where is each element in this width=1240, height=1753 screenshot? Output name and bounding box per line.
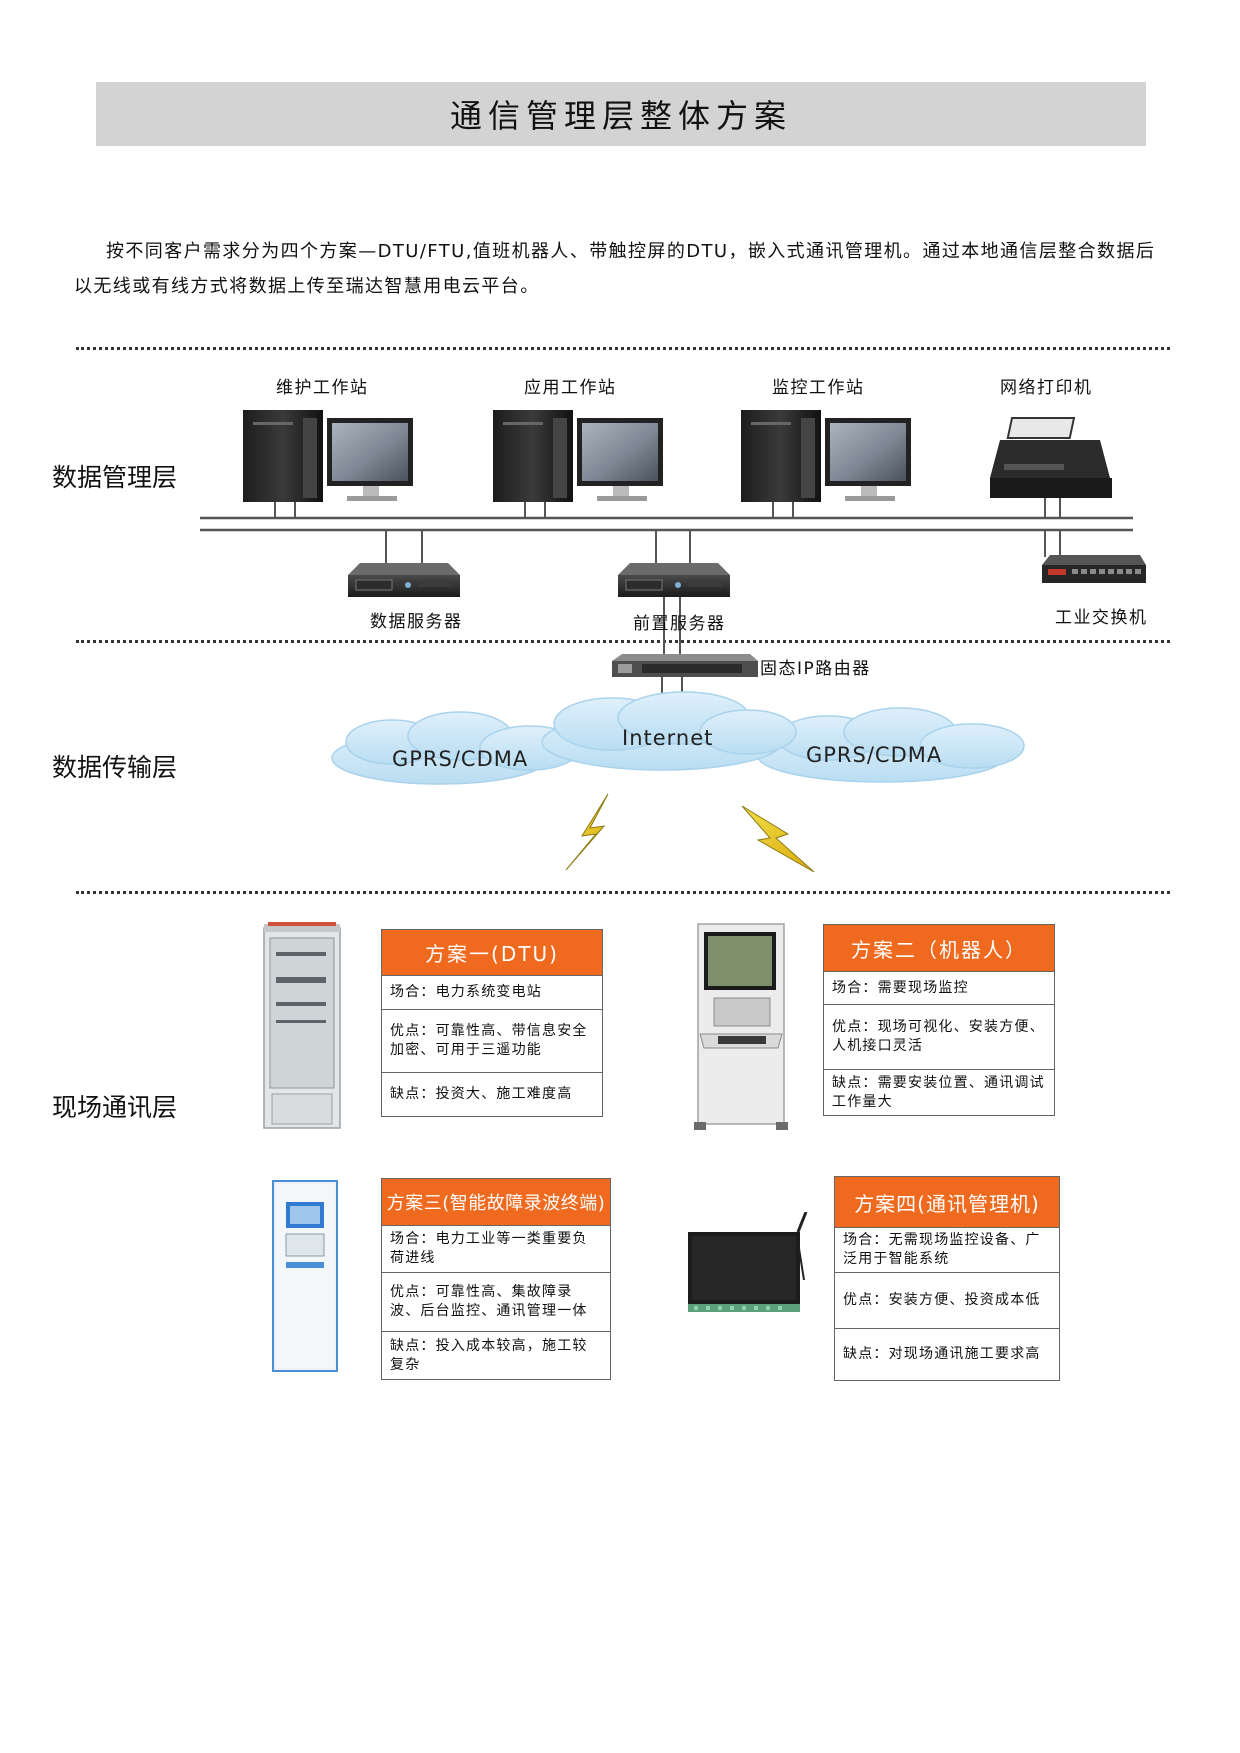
cloud-center-label: Internet — [622, 726, 714, 750]
separator-bottom — [76, 891, 1170, 894]
comm-manager-icon — [688, 1212, 808, 1312]
cloud-left-label: GPRS/CDMA — [392, 747, 529, 771]
label-front-server: 前置服务器 — [633, 614, 726, 634]
cloud-right-label: GPRS/CDMA — [806, 743, 943, 767]
plan-3-disadvantages: 缺点：投入成本较高，施工较复杂 — [382, 1331, 610, 1379]
plan-3-advantages: 优点：可靠性高、集故障录波、后台监控、通讯管理一体 — [382, 1272, 610, 1331]
cloud-right-icon — [757, 707, 1025, 783]
label-industrial-switch: 工业交换机 — [1055, 608, 1148, 628]
label-network-printer: 网络打印机 — [1000, 378, 1093, 398]
dtu-cabinet-icon — [263, 922, 341, 1129]
plan-3-header: 方案三(智能故障录波终端) — [382, 1179, 610, 1225]
plan-2-scenario: 场合：需要现场监控 — [824, 971, 1054, 1004]
cloud-left-icon — [331, 711, 581, 785]
front-server-icon — [618, 563, 730, 597]
title-bar: 通信管理层整体方案 — [96, 82, 1146, 146]
layer-label-management: 数据管理层 — [52, 463, 178, 492]
industrial-switch-icon — [1042, 555, 1146, 583]
label-data-server: 数据服务器 — [370, 612, 463, 632]
robot-terminal-icon — [694, 923, 788, 1130]
workstation-2-icon — [493, 410, 663, 502]
plan-1-scenario: 场合：电力系统变电站 — [382, 975, 602, 1009]
separator-top — [76, 347, 1170, 350]
workstation-3-icon — [741, 410, 911, 502]
plan-4-header: 方案四(通讯管理机) — [835, 1177, 1059, 1227]
layer-label-transmission: 数据传输层 — [52, 753, 178, 782]
label-application-workstation: 应用工作站 — [524, 378, 617, 398]
router-icon — [612, 654, 758, 677]
plan-1-advantages: 优点：可靠性高、带信息安全加密、可用于三遥功能 — [382, 1009, 602, 1072]
connection-lines — [274, 498, 1061, 720]
separator-middle — [76, 640, 1170, 643]
lightning-right-icon — [741, 805, 815, 873]
label-ip-router: 固态IP路由器 — [760, 659, 871, 679]
label-monitoring-workstation: 监控工作站 — [772, 378, 865, 398]
plan-2-table: 方案二（机器人） 场合：需要现场监控 优点：现场可视化、安装方便、人机接口灵活 … — [823, 924, 1055, 1116]
plan-4-table: 方案四(通讯管理机) 场合：无需现场监控设备、广泛用于智能系统 优点：安装方便、… — [834, 1176, 1060, 1381]
plan-3-scenario: 场合：电力工业等一类重要负荷进线 — [382, 1225, 610, 1272]
plan-1-header: 方案一(DTU) — [382, 930, 602, 975]
network-diagram — [200, 410, 1146, 873]
label-maintenance-workstation: 维护工作站 — [276, 378, 369, 398]
fault-recorder-cabinet-icon — [272, 1180, 338, 1372]
plan-2-header: 方案二（机器人） — [824, 925, 1054, 971]
workstation-1-icon — [243, 410, 413, 502]
plan-1-disadvantages: 缺点：投资大、施工难度高 — [382, 1072, 602, 1116]
data-server-icon — [348, 563, 460, 597]
intro-paragraph: 按不同客户需求分为四个方案—DTU/FTU,值班机器人、带触控屏的DTU，嵌入式… — [74, 241, 1156, 297]
plan-4-disadvantages: 缺点：对现场通讯施工要求高 — [835, 1328, 1059, 1380]
printer-icon — [990, 417, 1112, 498]
plan-2-advantages: 优点：现场可视化、安装方便、人机接口灵活 — [824, 1004, 1054, 1069]
plan-2-disadvantages: 缺点：需要安装位置、通讯调试工作量大 — [824, 1069, 1054, 1115]
plan-4-advantages: 优点：安装方便、投资成本低 — [835, 1272, 1059, 1328]
plan-3-table: 方案三(智能故障录波终端) 场合：电力工业等一类重要负荷进线 优点：可靠性高、集… — [381, 1178, 611, 1380]
plan-4-scenario: 场合：无需现场监控设备、广泛用于智能系统 — [835, 1227, 1059, 1272]
layer-label-field: 现场通讯层 — [52, 1093, 178, 1122]
cloud-center-icon — [541, 691, 797, 771]
plan-1-table: 方案一(DTU) 场合：电力系统变电站 优点：可靠性高、带信息安全加密、可用于三… — [381, 929, 603, 1117]
page-title: 通信管理层整体方案 — [449, 97, 792, 135]
lightning-left-icon — [565, 793, 609, 871]
